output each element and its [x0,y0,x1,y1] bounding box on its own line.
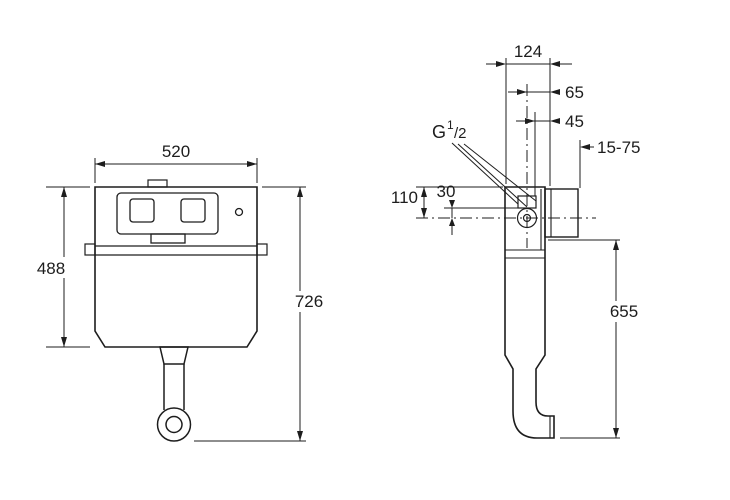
tank-top-tab [147,179,168,188]
front-body-height-label: 488 [37,259,65,278]
dim-body-height [31,186,90,348]
side-wall-range-label: 15-75 [597,138,640,157]
tank-outline [94,186,258,348]
front-total-height-label: 726 [295,292,323,311]
front-dimensions [31,158,329,442]
side-top-offset-label: 110 [391,188,418,207]
panel-lock [150,233,186,244]
front-width-label: 520 [162,142,190,161]
dim-depth [486,61,572,67]
centerlines [416,84,596,248]
front-labels: 520 488 726 [37,142,323,311]
thread-rest: /2 [454,125,467,142]
flush-button-right [180,198,206,223]
dim-total-height [194,186,329,442]
thread-sup: 1 [447,118,454,132]
indicator-hole [234,207,244,217]
bracket-right [256,243,268,256]
dim-wall-range [580,144,594,150]
access-panel [116,192,244,244]
side-view [504,186,579,439]
outlet-circle-inner [165,415,183,434]
dim-inlet-spacing [444,200,518,235]
dim-outlet-height [548,239,644,439]
side-dimensions [416,58,644,439]
dim-inlet-offset [508,89,560,95]
dim-valve-offset [516,118,560,124]
thread-leader-lines [451,142,537,208]
side-outlet-height-label: 655 [610,302,638,321]
side-labels: 124 65 45 15-75 110 30 655 G 1 /2 [391,42,641,321]
outlet-circle-outer [156,407,192,442]
dim-top-offset [416,186,503,218]
connection-box [544,188,579,238]
dim-width [94,158,258,183]
flush-button-left [129,198,155,223]
thread-g: G [432,122,446,142]
thread-size-label: G 1 /2 [432,118,467,142]
front-view [84,179,268,442]
side-depth-label: 124 [514,42,542,61]
side-valve-offset-label: 45 [565,112,584,131]
side-inlet-spacing-label: 30 [437,182,456,201]
side-inlet-offset-label: 65 [565,83,584,102]
side-body-outline [504,186,555,439]
bracket-left [84,243,96,256]
mounting-band [84,243,268,256]
flush-pipe-front [156,346,192,442]
